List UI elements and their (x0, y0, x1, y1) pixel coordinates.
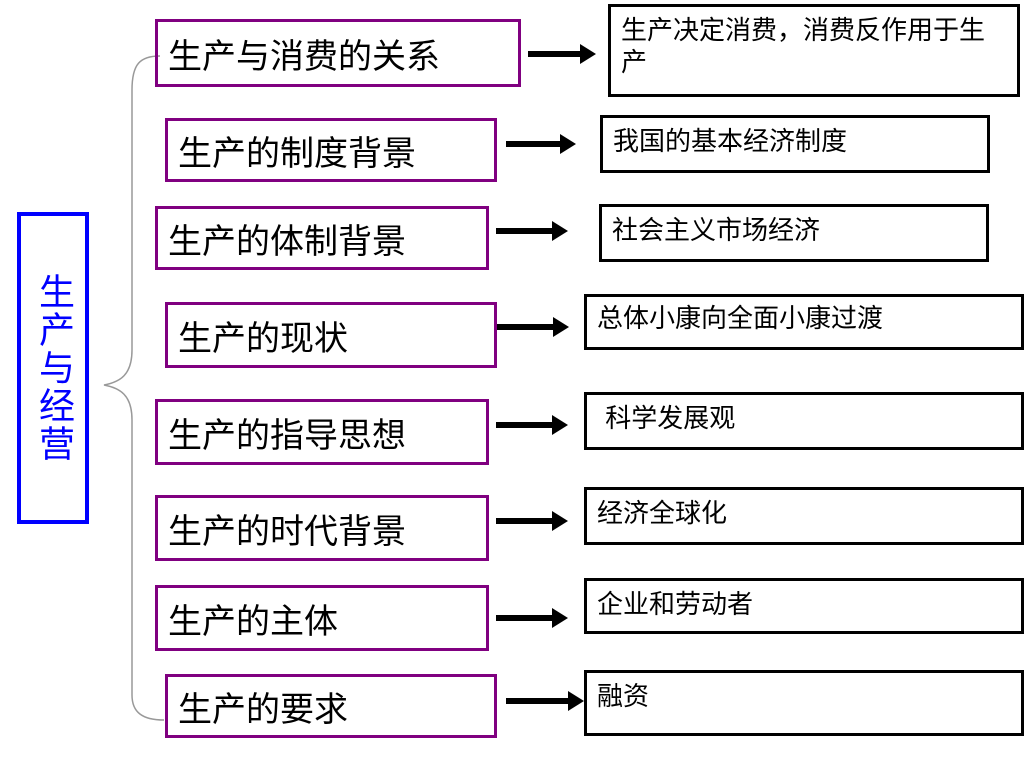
arrow-5 (496, 415, 568, 437)
detail-scientific-development: 科学发展观 (584, 392, 1024, 450)
arrow-7 (496, 608, 568, 630)
detail-production-consumption: 生产决定消费，消费反作用于生产 (608, 4, 1020, 97)
topic-era-background: 生产的时代背景 (155, 495, 489, 561)
detail-economic-globalization: 经济全球化 (584, 487, 1024, 545)
arrow-2 (506, 134, 576, 156)
detail-enterprises-workers: 企业和劳动者 (584, 578, 1024, 634)
topic-current-status: 生产的现状 (165, 302, 497, 368)
topic-production-requirement: 生产的要求 (165, 674, 497, 738)
detail-basic-economic-system: 我国的基本经济制度 (600, 115, 990, 173)
arrow-6 (496, 511, 568, 533)
topic-production-subject: 生产的主体 (155, 585, 489, 651)
root-label: 生产与经营 (33, 273, 74, 463)
topic-production-consumption: 生产与消费的关系 (155, 19, 521, 87)
arrow-3 (496, 221, 568, 243)
arrow-8 (506, 691, 584, 713)
detail-financing: 融资 (584, 670, 1024, 736)
root-node: 生产与经营 (17, 212, 89, 524)
topic-system-background: 生产的体制背景 (155, 206, 489, 270)
arrow-1 (528, 44, 596, 66)
detail-socialist-market-economy: 社会主义市场经济 (599, 204, 989, 262)
topic-guiding-ideology: 生产的指导思想 (155, 399, 489, 465)
arrow-4 (497, 317, 569, 339)
topic-institutional-background: 生产的制度背景 (165, 118, 497, 182)
detail-xiaokang-transition: 总体小康向全面小康过渡 (584, 294, 1024, 350)
